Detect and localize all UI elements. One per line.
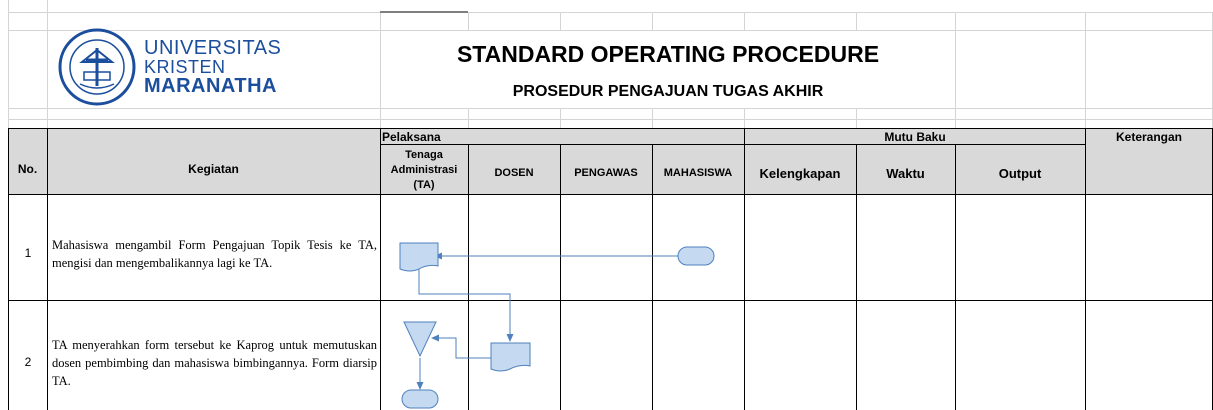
column-header-output: Output xyxy=(998,165,1042,181)
merge-shape xyxy=(403,321,437,358)
table-header-fill xyxy=(8,128,1213,194)
column-header-ta-line1: Tenaga xyxy=(405,148,443,161)
arrow-left-icon xyxy=(431,334,439,342)
terminator-shape xyxy=(401,389,439,409)
connector-line xyxy=(437,337,491,359)
row-number: 1 xyxy=(24,246,32,260)
flowchart xyxy=(399,242,715,409)
column-header-pengawas: PENGAWAS xyxy=(574,167,638,179)
column-header-ta-line3: (TA) xyxy=(413,178,435,191)
row-number: 2 xyxy=(24,355,32,369)
column-header-kegiatan: Kegiatan xyxy=(188,162,239,176)
column-header-ta-line2: Administrasi xyxy=(390,163,458,176)
logo-line3: MARANATHA xyxy=(144,75,277,97)
column-header-mahasiswa: MAHASISWA xyxy=(663,167,733,179)
document-shape xyxy=(490,342,531,372)
arrow-down-icon xyxy=(506,334,514,342)
logo-line2: KRISTEN xyxy=(144,57,226,77)
arrow-down-icon xyxy=(416,382,424,390)
document-shape xyxy=(399,242,439,272)
kegiatan-cell: TA menyerahkan form tersebut ke Kaprog u… xyxy=(52,338,377,388)
column-header-ta: Tenaga Administrasi (TA) xyxy=(380,145,468,195)
group-header-mutu-baku: Mutu Baku xyxy=(884,130,946,144)
terminator-shape xyxy=(677,246,715,266)
connector-line xyxy=(418,269,511,335)
logo-line1: UNIVERSITAS xyxy=(144,37,282,59)
kegiatan-cell: Mahasiswa mengambil Form Pengajuan Topik… xyxy=(52,238,377,270)
column-header-waktu: Waktu xyxy=(886,165,925,181)
group-header-keterangan: Keterangan xyxy=(1115,130,1183,144)
column-header-dosen: DOSEN xyxy=(494,167,534,179)
column-header-kelengkapan: Kelengkapan xyxy=(759,165,841,181)
column-header-no: No. xyxy=(17,162,38,176)
group-header-pelaksana: Pelaksana xyxy=(382,130,441,144)
page-subtitle: PROSEDUR PENGAJUAN TUGAS AKHIR xyxy=(512,83,824,100)
university-seal-icon xyxy=(58,28,136,106)
page-title: STANDARD OPERATING PROCEDURE xyxy=(456,41,880,67)
